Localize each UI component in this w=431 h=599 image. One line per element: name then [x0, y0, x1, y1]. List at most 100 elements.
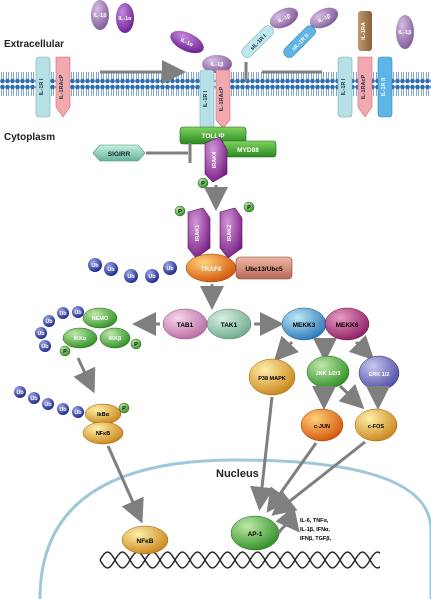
irak4-label: IRAK4 [212, 151, 218, 168]
ikba-oval: IkBα [84, 403, 122, 425]
myd88-box: MYD88 [219, 140, 277, 158]
p38-label: P38 MAPK [258, 376, 286, 382]
ligand-il1b-far-right: IL-1β [396, 15, 414, 49]
irak1-hexagon: IRAK1 [187, 207, 211, 259]
ligand-label: IL-1β [93, 13, 107, 19]
phospho-irak2: P [243, 201, 255, 213]
myd88-label: MYD88 [237, 147, 259, 154]
tab1-label: TAB1 [177, 322, 194, 329]
phospho-ikkb: P [130, 338, 142, 350]
irak1-label: IRAK1 [195, 225, 201, 242]
ikkb-label: IKKβ [109, 336, 122, 342]
soluble-il1r-ii: sIL-1R II [283, 25, 316, 58]
ligand-il1b-bound-center: IL-1β [202, 55, 232, 73]
phospho-ikba: P [118, 402, 130, 414]
receptor-il1r1-center: IL-1R I [199, 69, 215, 129]
ikka-oval: IKKα [62, 327, 98, 349]
tak1-label: TAK1 [221, 322, 238, 329]
phospho-label: P [122, 406, 126, 412]
phospho-label: P [201, 181, 205, 187]
region-label-nucleus: Nucleus [216, 468, 259, 480]
ub-label: Ub [148, 274, 156, 280]
gene-line-2: IL-1β, IFNα, [300, 527, 330, 533]
receptor-label: IL-1R I [203, 90, 209, 107]
phospho-irak4: P [197, 177, 209, 189]
traf6-label: TRAF6 [201, 266, 222, 273]
ub-label: Ub [45, 319, 53, 325]
cfos-oval: c-FOS [354, 408, 398, 442]
irak2-hexagon: IRAK2 [219, 207, 243, 259]
gene-line-1: IL-6, TNFα, [300, 518, 329, 524]
ligand-il1a-top-left: IL-1α [116, 3, 134, 33]
sigirr-label: SIGIRR [108, 151, 131, 158]
ubiquitin-chain-nemo: Ub Ub Ub Ub Ub [35, 306, 84, 352]
receptor-il1racp-center: IL-1RAcP [215, 69, 231, 129]
nemo-label: NEMO [92, 316, 109, 322]
jnk-oval: JNK 1/2/3 [306, 355, 350, 389]
tollip-label: TOLLIP [202, 133, 226, 140]
ikkb-oval: IKKβ [99, 327, 131, 349]
irak4-hexagon: IRAK4 [204, 136, 228, 183]
ub-label: Ub [127, 274, 135, 280]
arrow-mekk-to-erk [348, 334, 375, 361]
receptor-label: IL-1R II [381, 77, 387, 96]
ub-label: Ub [37, 331, 45, 337]
receptor-label: IL-1RAcP [219, 86, 225, 111]
arrow-cfos-to-ap1 [271, 440, 366, 516]
nfkb-cytoplasm-oval: NFκB [82, 421, 124, 445]
nfkb-label: NFκB [96, 431, 110, 437]
ub-label: Ub [74, 310, 82, 316]
cfos-label: c-FOS [368, 424, 385, 430]
mekk3-oval: MEKK3 [281, 307, 327, 341]
ligand-label: IL-1RA [361, 22, 367, 40]
arrow-ikk-to-ikba [73, 357, 96, 394]
arrow-jnk-to-cfos [338, 383, 365, 410]
ligand-label: IL-1α [118, 16, 132, 22]
ubiquitin-chain-traf6: Ub Ub Ub Ub Ub [88, 258, 177, 283]
ub-label: Ub [74, 410, 82, 416]
tak1-oval: TAK1 [206, 308, 252, 340]
region-label-cytoplasm: Cytoplasm [4, 132, 55, 143]
ub-label: Ub [91, 263, 99, 269]
receptor-il1r1-right: IL-1R I [337, 56, 353, 118]
ikka-label: IKKα [74, 336, 87, 342]
erk-label: ERK 1/2 [369, 372, 390, 378]
receptor-il1r2-right: IL-1R II [377, 56, 393, 118]
ikba-label: IkBα [97, 412, 110, 418]
ub-label: Ub [30, 396, 38, 402]
ubiquitin-chain-ikba: Ub Ub Ub Ub Ub [14, 386, 84, 418]
arrow-ap1-to-genes [275, 506, 300, 535]
receptor-label: IL-1RAcP [59, 74, 65, 99]
receptor-il1r1-left: IL-1R I [35, 56, 51, 118]
phospho-label: P [247, 205, 251, 211]
ub-label: Ub [16, 390, 24, 396]
arrow-p38-to-ap1 [250, 396, 274, 511]
ligand-il1b-top-left: IL-1β [91, 0, 109, 30]
mekk6-label: MEKK6 [336, 322, 359, 329]
ub-label: Ub [107, 267, 115, 273]
erk-oval: ERK 1/2 [358, 355, 400, 391]
ligand-il1b-right-a: IL-1β [269, 7, 299, 29]
phospho-label: P [134, 342, 138, 348]
jnk-label: JNK 1/2/3 [316, 371, 341, 377]
ligand-il1a-center: IL-1α [170, 30, 204, 54]
nemo-oval: NEMO [82, 307, 118, 329]
mekk6-oval: MEKK6 [324, 307, 370, 341]
phospho-irak1: P [174, 205, 186, 217]
cjun-label: c-JUN [314, 424, 330, 430]
cjun-oval: c-JUN [300, 408, 344, 442]
gene-line-3: IFNβ, TGFβ, [300, 536, 332, 542]
ub-label: Ub [44, 402, 52, 408]
ligand-label: IL-1β [277, 13, 292, 24]
ligand-il1ra: IL-1RA [358, 11, 372, 51]
arrow-nfkb-to-nucleus [106, 445, 144, 524]
ligand-label: IL-1β [210, 62, 224, 68]
region-label-extracellular: Extracellular [4, 39, 64, 50]
ub-label: Ub [59, 407, 67, 413]
receptor-il1racp-left: IL-1RAcP [55, 56, 71, 118]
ligand-label: IL-1β [398, 30, 412, 36]
mekk3-label: MEKK3 [293, 322, 316, 329]
nfkb-nuclear-oval: NFκB [121, 525, 169, 555]
receptor-label: IL-1R I [341, 78, 347, 95]
